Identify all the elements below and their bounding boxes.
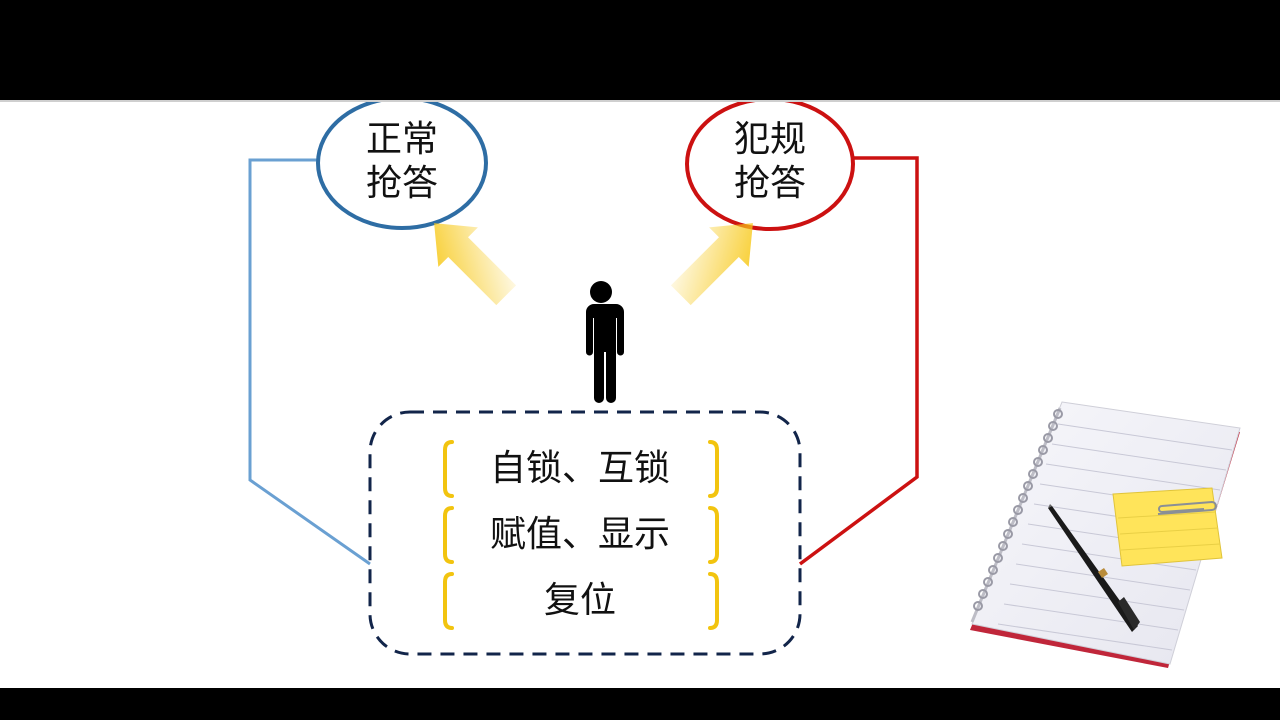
function-item-2: 赋值、显示 (489, 514, 670, 555)
left-bubble-line2: 抢答 (365, 163, 438, 204)
person-icon (586, 281, 624, 403)
function-item-1: 自锁、互锁 (489, 448, 670, 489)
left-bubble-circle (316, 102, 488, 230)
item-brackets (443, 440, 719, 630)
bracket-left-2 (443, 506, 454, 564)
bracket-right-1 (708, 440, 719, 498)
right-bubble-circle (685, 102, 855, 231)
right-bubble-line1: 犯规 (733, 119, 806, 160)
right-bubble-line2: 抢答 (733, 163, 806, 204)
arrow-right-up (670, 223, 753, 306)
slide-canvas: 正常 抢答 犯规 抢答 自锁、互锁 赋值、显示 复位 (0, 100, 1280, 688)
right-connector-line (798, 156, 919, 566)
letterbox-top (0, 0, 1280, 100)
pen-icon (1048, 504, 1140, 632)
diagram-svg (248, 102, 1241, 668)
arrow-left-up (434, 223, 517, 306)
function-item-3: 复位 (543, 580, 616, 621)
bracket-left-1 (443, 440, 454, 498)
left-bubble-line1: 正常 (365, 119, 438, 160)
sticky-note-icon (1112, 487, 1223, 567)
functions-box (368, 410, 802, 656)
letterbox-bottom (0, 688, 1280, 720)
paperclip-icon (1157, 500, 1217, 515)
right-bubble-label: 犯规 抢答 (710, 118, 830, 206)
bracket-left-3 (443, 572, 454, 630)
left-connector-line (248, 158, 371, 566)
left-bubble-label: 正常 抢答 (342, 118, 462, 206)
bracket-right-2 (708, 506, 719, 564)
bracket-right-3 (708, 572, 719, 630)
notebook-icon (970, 401, 1241, 668)
